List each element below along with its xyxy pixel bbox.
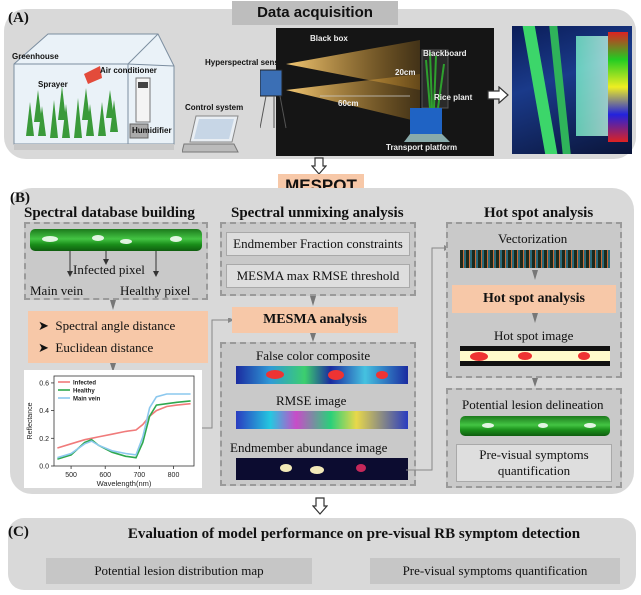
- light-beams: [260, 40, 450, 142]
- arrow-down-icon: [311, 157, 327, 175]
- blackboard-label: Blackboard: [423, 49, 467, 58]
- control-system-label: Control system: [185, 103, 244, 112]
- arrow-down-icon: [532, 270, 538, 280]
- arrow-down-icon: [110, 300, 116, 310]
- distance-60cm-label: 60cm: [338, 99, 359, 108]
- y-tick-label: 0.6: [39, 380, 49, 387]
- hotspot-image: [460, 346, 610, 366]
- bullet-arrow-icon: ➤: [38, 318, 56, 333]
- distance-metrics-box: ➤ Spectral angle distance ➤ Euclidean di…: [28, 311, 208, 363]
- series-line-healthy: [57, 400, 191, 460]
- arrow-down-icon: [532, 313, 538, 323]
- legend-label: Infected: [73, 381, 96, 387]
- x-tick-label: 600: [99, 472, 111, 479]
- arrow-down-icon: [310, 333, 316, 342]
- transport-platform-label: Transport platform: [386, 143, 458, 152]
- x-tick-label: 700: [134, 472, 146, 479]
- arrow-right-icon: [487, 86, 509, 104]
- black-box-label: Black box: [310, 34, 348, 43]
- y-axis-label: Reflectance: [27, 402, 34, 439]
- y-tick-label: 0.4: [39, 408, 49, 415]
- series-line-infected: [57, 402, 191, 449]
- x-tick-label: 800: [168, 472, 180, 479]
- hotspot-analysis-box: Hot spot analysis: [452, 285, 616, 313]
- connector-abundance-to-hotspot: [406, 245, 450, 471]
- pixel-pointer-lines: [67, 251, 159, 277]
- sprayer-label: Sprayer: [38, 80, 68, 89]
- series-line-main-vein: [57, 393, 191, 459]
- panel-b-label: (B): [10, 190, 30, 206]
- main-vein-label: Main vein: [30, 283, 84, 298]
- greenhouse-label: Greenhouse: [12, 52, 59, 61]
- panel-a-title: Data acquisition system: [232, 1, 398, 45]
- panel-a-label: (A): [8, 10, 29, 26]
- bullet-euclidean: ➤ Euclidean distance: [38, 340, 153, 356]
- false-color-image: [236, 366, 408, 384]
- arrow-down-icon: [110, 363, 116, 372]
- panel-c-title: Evaluation of model performance on pre-v…: [127, 526, 581, 542]
- false-color-label: False color composite: [256, 348, 371, 363]
- air-conditioner-label: Air conditioner: [100, 66, 157, 75]
- rmse-image-label: RMSE image: [276, 393, 347, 408]
- endmember-fraction-box: Endmember Fraction constraints: [226, 232, 410, 256]
- symptoms-quantification-box: Pre-visual symptoms quantification: [370, 558, 620, 584]
- abundance-image-label: Endmember abundance image: [230, 440, 388, 455]
- quantification-box: Pre-visual symptoms quantification: [456, 444, 612, 482]
- unmixing-title: Spectral unmixing analysis: [231, 205, 404, 221]
- legend-label: Main vein: [73, 397, 101, 403]
- euclidean-label: Euclidean distance: [55, 340, 154, 355]
- greenhouse-illustration: [13, 33, 175, 150]
- x-axis-label: Wavelength(nm): [97, 479, 152, 488]
- lesion-delineation-label: Potential lesion delineation: [462, 397, 604, 412]
- bullet-spectral-angle: ➤ Spectral angle distance: [38, 318, 175, 334]
- mesma-analysis-box: MESMA analysis: [232, 307, 398, 333]
- rice-plant-label: Rice plant: [434, 93, 473, 102]
- plot-frame: [53, 375, 195, 467]
- laptop-icon: [182, 115, 239, 153]
- hyperspectral-sensor-label: Hyperspectral sensor: [205, 58, 287, 67]
- hotspot-title: Hot spot analysis: [484, 205, 594, 221]
- hotspot-image-label: Hot spot image: [494, 328, 574, 343]
- y-tick-label: 0.2: [39, 436, 49, 443]
- arrow-down-icon: [312, 497, 328, 515]
- lesion-distribution-box: Potential lesion distribution map: [46, 558, 312, 584]
- vectorization-label: Vectorization: [498, 231, 568, 246]
- spectral-db-title: Spectral database building: [24, 205, 195, 221]
- rmse-image: [236, 411, 408, 429]
- hyperspectral-image: [512, 26, 632, 154]
- vectorization-image: [460, 250, 610, 268]
- infected-pixel-label: Infected pixel: [73, 262, 145, 277]
- arrow-down-icon: [532, 378, 538, 387]
- mesma-rmse-box: MESMA max RMSE threshold: [226, 264, 410, 288]
- y-tick-label: 0.0: [39, 464, 49, 471]
- bullet-arrow-icon: ➤: [38, 340, 56, 355]
- distance-20cm-label: 20cm: [395, 68, 416, 77]
- humidifier-label: Humidifier: [132, 126, 172, 135]
- leaf-image: [30, 229, 202, 251]
- spectral-angle-label: Spectral angle distance: [55, 318, 176, 333]
- abundance-image: [236, 458, 408, 480]
- healthy-pixel-label: Healthy pixel: [120, 283, 191, 298]
- panel-c-label: (C): [8, 524, 29, 540]
- lesion-leaf-image: [460, 416, 610, 436]
- legend-label: Healthy: [73, 389, 95, 395]
- arrow-down-icon: [310, 296, 316, 306]
- x-tick-label: 500: [65, 472, 77, 479]
